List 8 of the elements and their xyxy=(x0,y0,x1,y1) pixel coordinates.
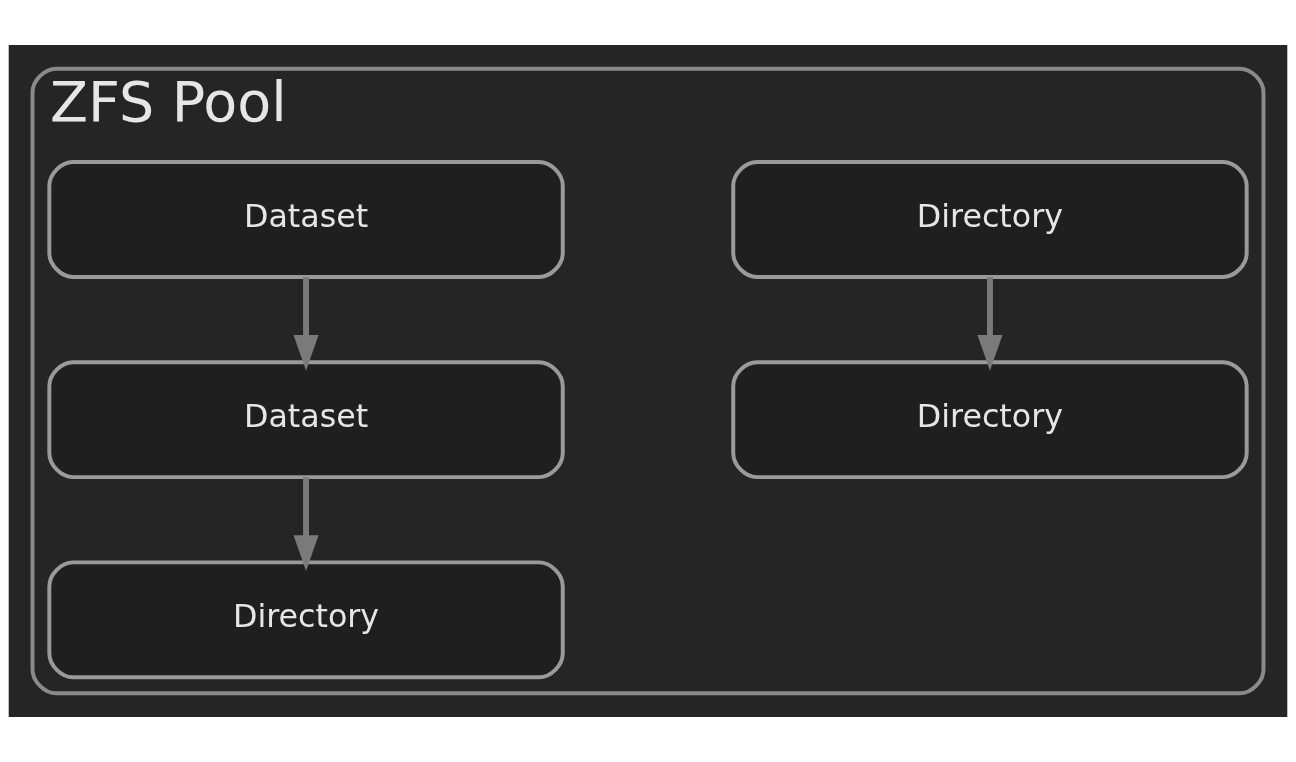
node-box: Dataset xyxy=(47,360,565,480)
node-box: Dataset xyxy=(47,160,565,279)
arrow xyxy=(293,277,319,371)
arrow xyxy=(977,277,1003,371)
node-box: Directory xyxy=(731,360,1249,480)
node-box: Directory xyxy=(731,160,1249,279)
node-box: Directory xyxy=(47,560,565,680)
arrow xyxy=(293,477,319,572)
